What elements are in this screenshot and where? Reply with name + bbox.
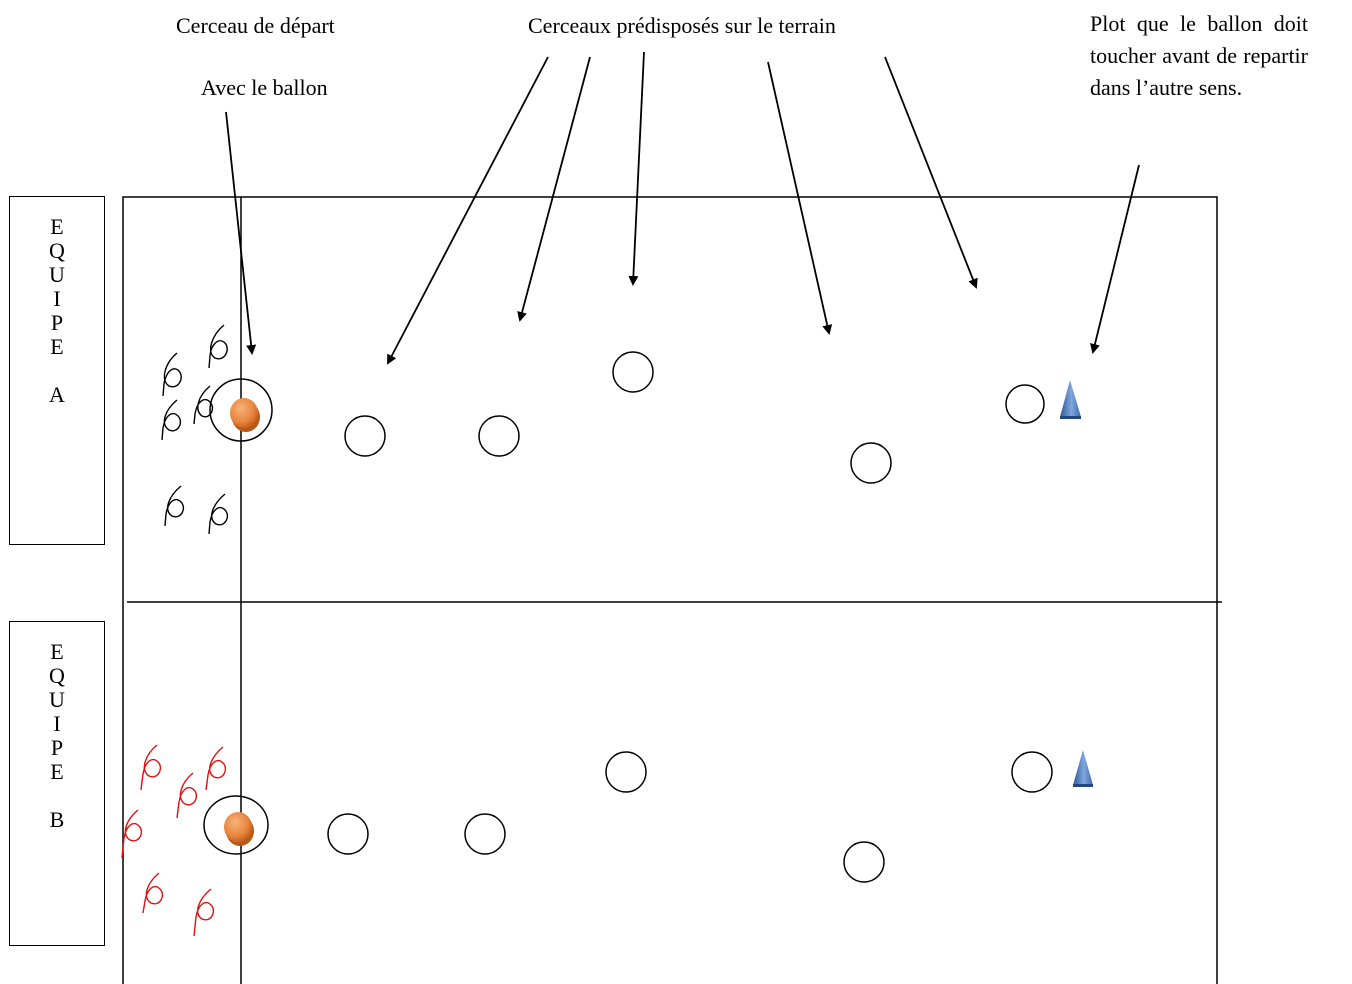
hoop: [605, 751, 647, 793]
team-b-letter: E: [50, 639, 64, 664]
team-a-box: E Q U I P E A: [9, 196, 105, 545]
team-b-box: E Q U I P E B: [9, 621, 105, 946]
field-hoops-label: Cerceaux prédisposés sur le terrain: [528, 13, 836, 38]
start-hoop-arrow: [225, 111, 257, 355]
hoop: [478, 415, 520, 457]
cone-label: Plot que le ballon doit toucher avant de…: [1090, 11, 1308, 100]
team-a-letter: E: [50, 334, 64, 359]
team-b-letter: U: [49, 687, 65, 712]
player-icon: [121, 809, 143, 859]
hoop: [1005, 384, 1045, 424]
player-icon: [142, 872, 164, 914]
team-b-letter: P: [50, 735, 64, 760]
team-b-letter: I: [53, 711, 61, 736]
player-icon: [193, 385, 214, 425]
player-icon: [205, 746, 227, 791]
player-icon: [140, 744, 162, 791]
hoop: [1011, 751, 1053, 793]
player-icon: [176, 772, 198, 819]
field-hoop-arrow: [517, 56, 591, 322]
start-hoop: [203, 795, 269, 855]
hoop: [843, 841, 885, 883]
cone-icon: [1060, 380, 1081, 419]
player-icon: [161, 399, 182, 441]
ball-icon: [224, 812, 254, 846]
start-hoop: [209, 378, 273, 442]
hoop: [327, 813, 369, 855]
team-a-letter: P: [50, 310, 64, 335]
team-a-letter: U: [49, 262, 65, 287]
hoop: [612, 351, 654, 393]
hoop: [850, 442, 892, 484]
team-b-letter: E: [50, 759, 64, 784]
player-icon: [193, 888, 215, 937]
cone-arrow: [1090, 164, 1140, 354]
ball-icon: [230, 398, 260, 432]
field-hoop-arrow: [628, 51, 645, 286]
team-b-letter: B: [49, 807, 65, 832]
field-hoop-arrow: [387, 56, 549, 365]
team-a-letter: A: [49, 382, 65, 407]
court-outline: [122, 196, 1218, 984]
player-icon: [164, 485, 185, 527]
hoop: [464, 813, 506, 855]
hoop: [344, 415, 386, 457]
field-hoop-arrow: [884, 56, 978, 289]
team-a-letter: E: [50, 214, 64, 239]
team-b-letter: Q: [49, 663, 65, 688]
player-icon: [208, 493, 229, 535]
start-hoop-ball-label: Avec le ballon: [201, 75, 328, 100]
team-a-letter: Q: [49, 238, 65, 263]
cone-icon: [1073, 750, 1093, 787]
start-hoop-label: Cerceau de départ: [176, 13, 335, 38]
field-hoop-arrow: [767, 61, 833, 335]
player-icon: [162, 352, 182, 397]
player-icon: [208, 324, 228, 369]
team-a-letter: I: [53, 286, 61, 311]
